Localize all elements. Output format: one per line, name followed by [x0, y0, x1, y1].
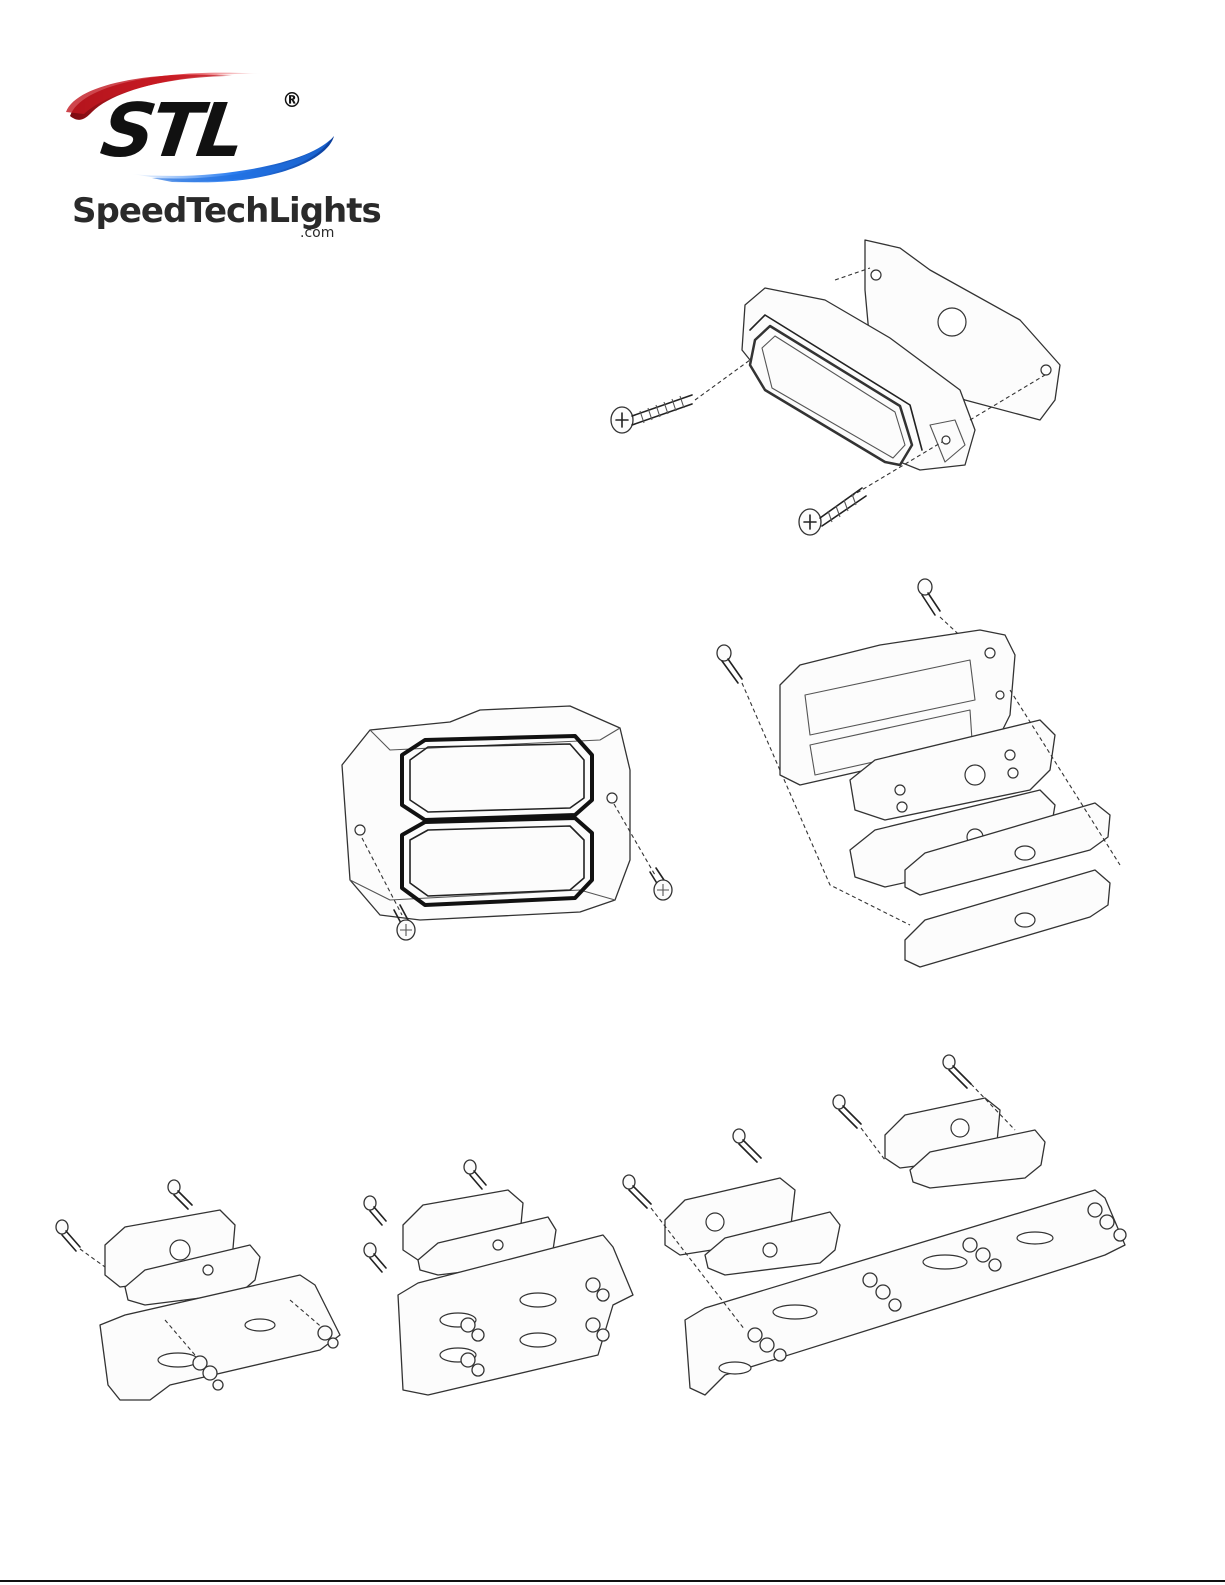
screw-icon	[464, 1160, 486, 1189]
screw-icon	[833, 1095, 861, 1128]
bracket-triple-figure	[615, 1050, 1145, 1400]
single-pod-exploded-figure	[600, 230, 1070, 550]
logo-wordmark: SpeedTechLights	[72, 194, 381, 228]
screw-icon	[364, 1243, 386, 1272]
bracket-single-figure	[50, 1175, 350, 1405]
logo-domain: .com	[300, 226, 334, 240]
screw-icon	[56, 1220, 80, 1251]
dual-pod-front-figure	[330, 700, 690, 950]
screw-icon	[168, 1180, 192, 1209]
dual-pod-exploded-figure	[710, 575, 1130, 985]
bracket-double-figure	[358, 1155, 638, 1405]
brand-logo: STL ® SpeedTechLights .com	[62, 64, 352, 244]
screw-icon	[799, 488, 866, 535]
footer-rule	[0, 1580, 1225, 1582]
screw-icon	[918, 579, 940, 615]
logo-mark: STL	[97, 94, 246, 168]
screw-icon	[623, 1175, 651, 1208]
registered-mark: ®	[282, 90, 302, 110]
screw-icon	[611, 395, 692, 433]
screw-icon	[717, 645, 742, 683]
screw-icon	[943, 1055, 971, 1088]
screw-icon	[733, 1129, 761, 1162]
screw-icon	[364, 1196, 386, 1225]
